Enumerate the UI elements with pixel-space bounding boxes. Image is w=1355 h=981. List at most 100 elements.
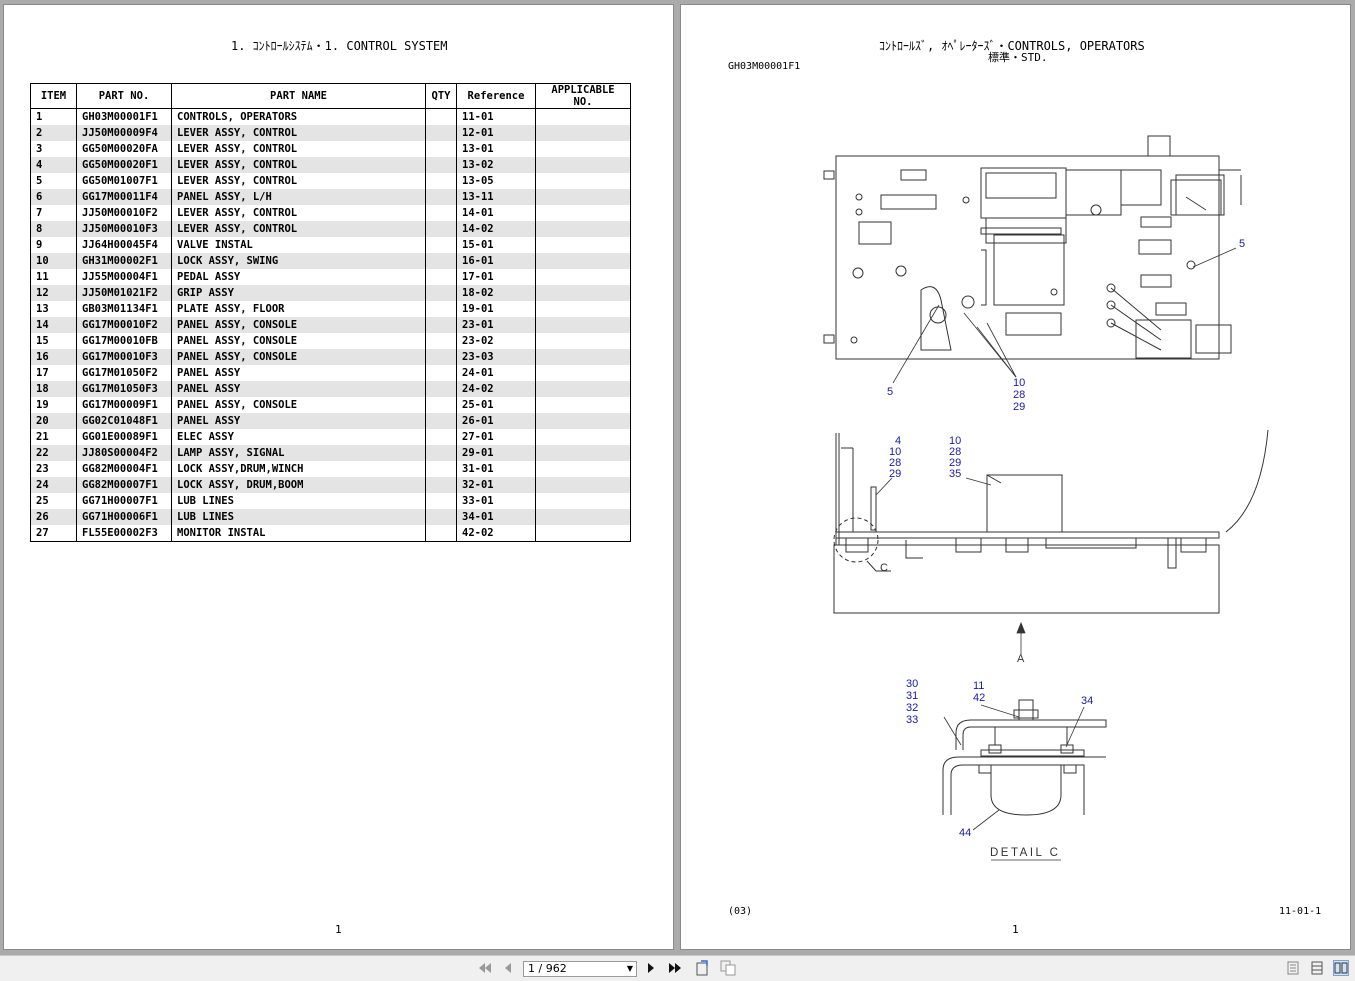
cell-part-name: PEDAL ASSY	[171, 269, 426, 285]
cell-qty	[425, 381, 457, 397]
cell-qty	[425, 237, 457, 253]
parts-table: ITEM PART NO. PART NAME QTY Reference AP…	[30, 83, 631, 542]
cell-item: 3	[30, 141, 77, 157]
cell-part-no: JJ50M01021F2	[76, 285, 172, 301]
single-page-view-icon[interactable]	[1285, 960, 1301, 976]
cell-applicable-no	[535, 397, 631, 413]
cell-part-no: GG01E00089F1	[76, 429, 172, 445]
cell-applicable-no	[535, 413, 631, 429]
cell-part-name: LAMP ASSY, SIGNAL	[171, 445, 426, 461]
rotate-icon[interactable]	[695, 960, 711, 976]
right-page: ｺﾝﾄﾛｰﾙｽﾞ, ｵﾍﾟﾚｰﾀｰｽﾞ・CONTROLS, OPERATORS …	[680, 4, 1351, 950]
right-page-number: 1	[1012, 923, 1019, 936]
cell-applicable-no	[535, 445, 631, 461]
cell-qty	[425, 493, 457, 509]
cell-part-name: GRIP ASSY	[171, 285, 426, 301]
cell-applicable-no	[535, 125, 631, 141]
cell-qty	[425, 221, 457, 237]
callout-10-b: 10	[949, 435, 961, 447]
cell-applicable-no	[535, 141, 631, 157]
two-page-view-icon[interactable]	[1333, 960, 1349, 976]
callout-11: 11	[973, 680, 984, 692]
cell-applicable-no	[535, 269, 631, 285]
prev-page-icon[interactable]	[500, 960, 516, 976]
callout-32: 32	[906, 702, 918, 714]
cell-part-no: GG50M00020FA	[76, 141, 172, 157]
col-applicable-no: APPLICABLE NO.	[535, 83, 631, 109]
continuous-view-icon[interactable]	[1309, 960, 1325, 976]
cell-applicable-no	[535, 317, 631, 333]
cell-applicable-no	[535, 237, 631, 253]
left-page-number: 1	[335, 923, 342, 936]
cell-item: 17	[30, 365, 77, 381]
detail-c-leaders	[943, 704, 1085, 861]
callout-30: 30	[906, 678, 918, 690]
page-number-select[interactable]: 1 / 962 ▼	[523, 961, 637, 977]
cell-part-no: GG71H00006F1	[76, 509, 172, 525]
cell-applicable-no	[535, 173, 631, 189]
cell-item: 4	[30, 157, 77, 173]
viewer-toolbar: 1 / 962 ▼	[0, 955, 1355, 981]
col-part-no: PART NO.	[76, 83, 172, 109]
cell-part-no: FL55E00002F3	[76, 525, 172, 542]
cell-applicable-no	[535, 221, 631, 237]
cell-part-no: GG50M00020F1	[76, 157, 172, 173]
cell-item: 12	[30, 285, 77, 301]
cell-item: 23	[30, 461, 77, 477]
cell-part-name: PANEL ASSY	[171, 365, 426, 381]
cell-item: 7	[30, 205, 77, 221]
cell-part-name: LEVER ASSY, CONTROL	[171, 221, 426, 237]
cell-item: 21	[30, 429, 77, 445]
cell-qty	[425, 189, 457, 205]
last-page-icon[interactable]	[667, 960, 683, 976]
callout-10: 10	[1013, 377, 1025, 389]
cell-item: 13	[30, 301, 77, 317]
detail-c-drawing	[942, 699, 1107, 816]
cell-reference: 24-01	[456, 365, 536, 381]
footer-ref-number: 11-01-1	[1279, 906, 1322, 917]
cell-applicable-no	[535, 381, 631, 397]
cell-part-no: GG17M00009F1	[76, 397, 172, 413]
cell-qty	[425, 445, 457, 461]
cell-item: 16	[30, 349, 77, 365]
callout-29-b: 29	[949, 457, 961, 469]
callout-28: 28	[1013, 389, 1025, 401]
cell-part-name: LEVER ASSY, CONTROL	[171, 173, 426, 189]
first-page-icon[interactable]	[477, 960, 493, 976]
side-view-leaders	[875, 477, 1026, 655]
cell-part-name: LEVER ASSY, CONTROL	[171, 141, 426, 157]
cell-qty	[425, 269, 457, 285]
right-page-subtitle: 標準・STD.	[988, 51, 1048, 64]
cell-part-name: PANEL ASSY, CONSOLE	[171, 397, 426, 413]
copy-icon[interactable]	[720, 960, 736, 976]
cell-part-name: LEVER ASSY, CONTROL	[171, 157, 426, 173]
cell-part-no: GG50M01007F1	[76, 173, 172, 189]
cell-qty	[425, 301, 457, 317]
cell-qty	[425, 461, 457, 477]
cell-item: 22	[30, 445, 77, 461]
cell-part-name: PANEL ASSY, CONSOLE	[171, 349, 426, 365]
cell-qty	[425, 157, 457, 173]
cell-reference: 33-01	[456, 493, 536, 509]
left-page-title: 1. ｺﾝﾄﾛｰﾙｼｽﾃﾑ・1. CONTROL SYSTEM	[231, 39, 448, 53]
callout-28-a: 28	[889, 457, 901, 469]
cell-reference: 27-01	[456, 429, 536, 445]
cell-reference: 13-05	[456, 173, 536, 189]
cell-part-no: GG17M00010FB	[76, 333, 172, 349]
callout-10-a: 10	[889, 446, 901, 458]
cell-part-no: GG17M00010F2	[76, 317, 172, 333]
cell-applicable-no	[535, 253, 631, 269]
next-page-icon[interactable]	[643, 960, 659, 976]
cell-part-no: GG17M01050F2	[76, 365, 172, 381]
cell-part-name: CONTROLS, OPERATORS	[171, 108, 426, 125]
cell-item: 9	[30, 237, 77, 253]
